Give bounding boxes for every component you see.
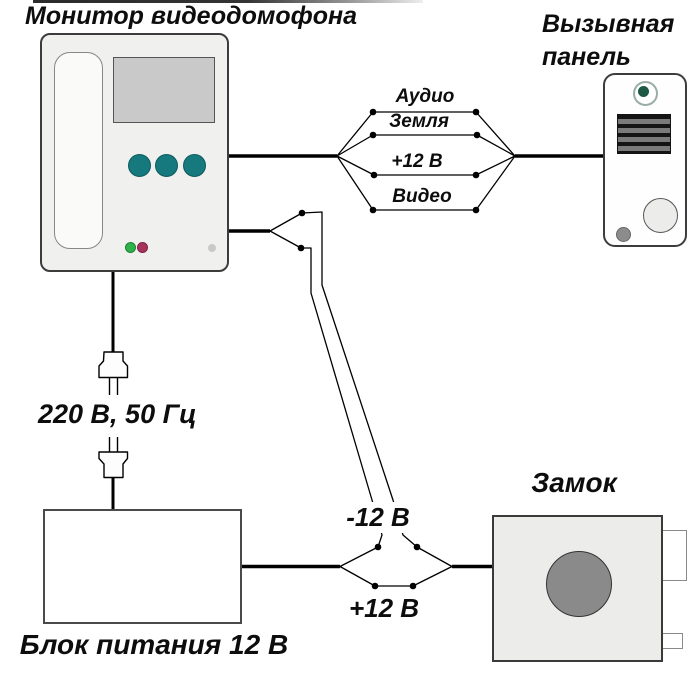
wire-label-audio: Аудио [395, 86, 455, 107]
monitor-mic-dot [208, 244, 216, 252]
wire-label-video: Видео [392, 186, 452, 207]
wire-label-minus12: -12 В [341, 502, 415, 534]
mains-plug-icon [98, 351, 129, 379]
red-led [136, 241, 148, 253]
bus-fan-right [475, 111, 516, 211]
speaker-grille [617, 114, 671, 154]
power-fan-monitor [269, 212, 303, 249]
power-supply-box [43, 509, 242, 624]
camera-lens-icon [632, 80, 658, 106]
junction-dots [297, 108, 481, 590]
bus-fan-left [336, 111, 375, 211]
call-button [642, 197, 678, 233]
wire-label-plus12: +12 В [391, 151, 443, 172]
wire-label-ground: Земля [389, 111, 449, 132]
monitor-device [40, 33, 229, 272]
panel-mic-dot [615, 226, 631, 242]
call-panel-device [603, 73, 687, 247]
monitor-screen [113, 57, 215, 123]
monitor-button-1 [127, 153, 151, 177]
wire-plus12-lock [339, 565, 453, 587]
camera-pupil [637, 85, 649, 97]
power-supply-title: Блок питания 12 В [19, 629, 289, 660]
lock-bolt-circle [546, 551, 612, 617]
wire-label-plus12-dc: +12 В [348, 593, 420, 623]
monitor-button-2 [154, 153, 178, 177]
lock-title: Замок [531, 467, 617, 498]
green-led [124, 241, 136, 253]
mains-label: 220 В, 50 Гц [38, 399, 197, 429]
monitor-title: Монитор видеодомофона [25, 2, 358, 30]
handset [54, 52, 103, 249]
socket-prongs [108, 437, 119, 452]
monitor-button-3 [182, 153, 206, 177]
plug-prongs [108, 377, 119, 395]
crop-artifact-line [33, 0, 423, 3]
call-panel-title: Вызывная панель [542, 10, 675, 71]
lock-device [492, 515, 663, 662]
mains-socket-icon [98, 451, 129, 479]
